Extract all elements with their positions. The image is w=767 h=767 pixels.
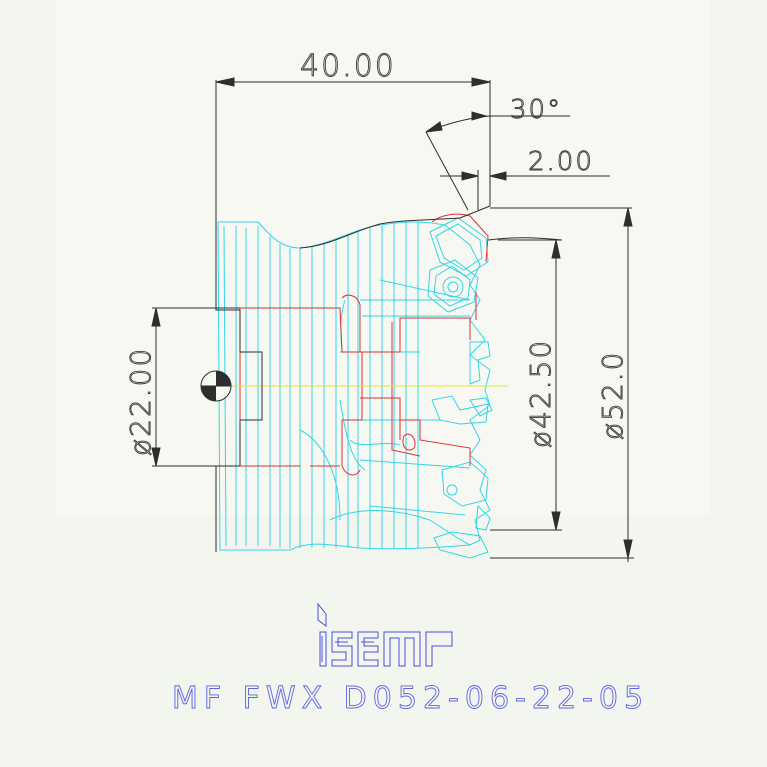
dimension-lines bbox=[151, 77, 634, 562]
angle-dimension-label: 30° bbox=[510, 95, 562, 125]
brand-logo bbox=[317, 602, 453, 667]
tool-profile-outline bbox=[215, 80, 632, 552]
part-number: MF FWX D052-06-22-05 bbox=[172, 681, 649, 716]
section-lines bbox=[239, 213, 489, 476]
depth-dimension-label: 2.00 bbox=[528, 147, 594, 177]
bore-diameter-label: ø22.00 bbox=[124, 347, 157, 456]
outer-diameter-label: ø52.0 bbox=[596, 351, 629, 440]
bore-center-symbol bbox=[200, 370, 232, 402]
cutter-inserts bbox=[427, 217, 493, 559]
length-dimension-label: 40.00 bbox=[300, 49, 396, 84]
inner-diameter-label: ø42.50 bbox=[524, 339, 557, 448]
